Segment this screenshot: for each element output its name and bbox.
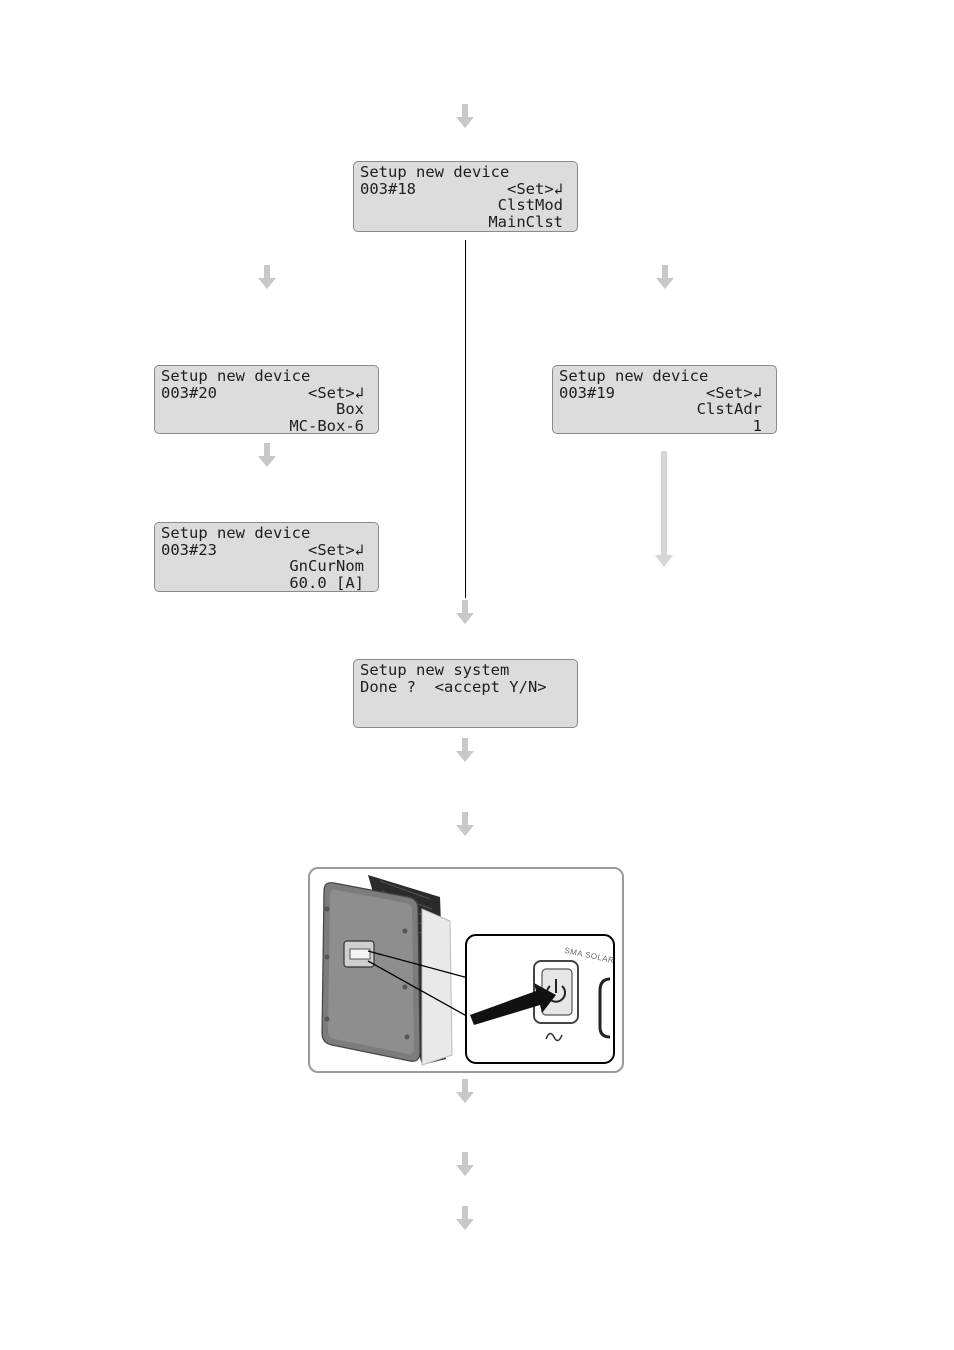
- set-prompt: <Set>↲: [706, 384, 762, 401]
- lcd-line-4: MC-Box-6: [289, 417, 364, 434]
- connector-line: [465, 240, 467, 598]
- lcd-screen-gncurnom: Setup new device 003#23 <Set>↲ GnCurNom …: [154, 522, 379, 592]
- device-illustration: SMA SOLAR: [308, 867, 624, 1073]
- lcd-line-2: Done ? <accept Y/N>: [360, 678, 547, 695]
- arrow-down-icon: [258, 443, 276, 467]
- arrow-down-icon: [656, 265, 674, 289]
- arrow-down-icon: [456, 812, 474, 836]
- lcd-line-3: ClstAdr: [696, 401, 762, 418]
- lcd-line-3: GnCurNom: [289, 558, 364, 575]
- lcd-line-4: 1: [752, 417, 762, 434]
- inverter-drawing: [321, 875, 615, 1066]
- lcd-line-4: MainClst: [488, 213, 563, 230]
- lcd-line-1: Setup new device: [559, 368, 709, 385]
- lcd-line-2: 003#23 <Set>↲: [161, 542, 364, 559]
- lcd-line-4: 60.0 [A]: [289, 574, 364, 591]
- arrow-down-icon: [456, 600, 474, 624]
- lcd-screen-box: Setup new device 003#20 <Set>↲ Box MC-Bo…: [154, 365, 379, 434]
- arrow-down-icon: [456, 1079, 474, 1103]
- lcd-screen-clstadr: Setup new device 003#19 <Set>↲ ClstAdr 1: [552, 365, 777, 434]
- parameter-number: 003#18: [360, 180, 416, 197]
- lcd-line-3: ClstMod: [497, 197, 563, 214]
- long-arrow-down-icon: [655, 451, 673, 567]
- lcd-line-3: Box: [336, 401, 364, 418]
- arrow-down-icon: [456, 738, 474, 762]
- arrow-down-icon: [456, 1152, 474, 1176]
- parameter-number: 003#20: [161, 384, 217, 401]
- lcd-line-2: 003#19 <Set>↲: [559, 385, 762, 402]
- set-prompt: <Set>↲: [308, 384, 364, 401]
- set-prompt: <Set>↲: [507, 180, 563, 197]
- parameter-number: 003#19: [559, 384, 615, 401]
- lcd-line-1: Setup new device: [161, 368, 311, 385]
- lcd-line-1: Setup new system: [360, 662, 510, 679]
- parameter-number: 003#23: [161, 541, 217, 558]
- lcd-line-2: 003#18 <Set>↲: [360, 181, 563, 198]
- lcd-screen-clstmod: Setup new device 003#18 <Set>↲ ClstMod M…: [353, 161, 578, 232]
- set-prompt: <Set>↲: [308, 541, 364, 558]
- lcd-line-1: Setup new device: [161, 525, 311, 542]
- arrow-down-icon: [456, 104, 474, 128]
- arrow-down-icon: [456, 1206, 474, 1230]
- lcd-line-2: 003#20 <Set>↲: [161, 385, 364, 402]
- arrow-down-icon: [258, 265, 276, 289]
- lcd-line-1: Setup new device: [360, 164, 510, 181]
- lcd-screen-setup-done: Setup new system Done ? <accept Y/N>: [353, 659, 578, 728]
